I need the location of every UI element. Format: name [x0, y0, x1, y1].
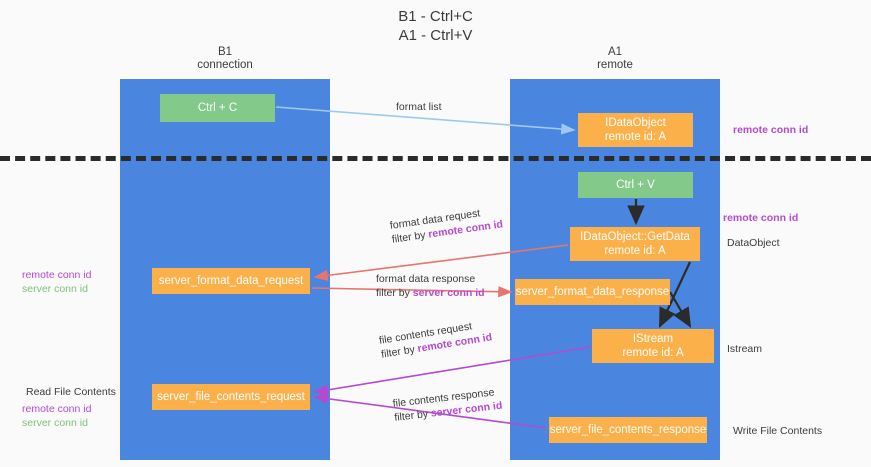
- box-istream[interactable]: IStream remote id: A: [592, 329, 714, 363]
- title-line-1: B1 - Ctrl+C: [398, 8, 473, 25]
- edge-label-format-data-response: format data response filter by server co…: [376, 272, 485, 300]
- title-line-2: A1 - Ctrl+V: [398, 27, 473, 44]
- box-idataobject-line-1: IDataObject: [605, 117, 666, 129]
- box-ctrl-v[interactable]: Ctrl + V: [578, 172, 693, 198]
- lane-header-a1-role: remote: [597, 59, 633, 71]
- box-server-format-data-request[interactable]: server_format_data_request: [152, 268, 310, 294]
- edge-label-format-data-request: format data request filter by remote con…: [389, 203, 504, 246]
- box-server-file-contents-request-label: server_file_contents_request: [157, 391, 305, 403]
- section-divider: [0, 156, 871, 161]
- annotation-right-remote-conn-id-1: remote conn id: [733, 124, 809, 136]
- box-server-file-contents-request[interactable]: server_file_contents_request: [152, 384, 310, 410]
- annotation-write-file-contents: Write File Contents: [733, 425, 823, 437]
- edge-label-format-list: format list: [396, 100, 442, 114]
- box-idataobject-getdata[interactable]: IDataObject::GetData remote id: A: [570, 227, 700, 261]
- annotation-left-remote-conn-id-2: remote conn id: [22, 403, 92, 415]
- box-server-format-data-response[interactable]: server_format_data_response: [515, 279, 670, 305]
- filter-key-server-conn-id: server conn id: [412, 287, 485, 299]
- box-ctrl-v-label: Ctrl + V: [616, 179, 655, 191]
- box-idataobject-line-2: remote id: A: [604, 131, 667, 143]
- lane-header-b1: B1 connection: [120, 46, 330, 72]
- lane-header-a1-name: A1: [607, 46, 623, 58]
- annotation-dataobject: DataObject: [727, 237, 780, 249]
- box-ctrl-c[interactable]: Ctrl + C: [160, 94, 275, 122]
- box-istream-line-2: remote id: A: [622, 347, 684, 359]
- annotation-left-remote-conn-id: remote conn id: [22, 269, 92, 281]
- box-server-file-contents-response[interactable]: server_file_contents_response: [549, 417, 707, 443]
- lane-header-b1-role: connection: [197, 59, 253, 71]
- filter-prefix: filter by: [393, 407, 432, 424]
- annotation-left-conn-ids-2: remote conn id server conn id: [22, 402, 91, 430]
- filter-prefix: filter by: [391, 228, 430, 246]
- edge-label-format-data-response-line-1: format data response: [376, 273, 476, 285]
- annotation-right-remote-conn-id-2: remote conn id: [723, 212, 799, 224]
- annotation-read-file-contents: Read File Contents: [26, 386, 116, 398]
- lane-header-b1-name: B1: [217, 46, 233, 58]
- edge-label-file-contents-request: file contents request filter by remote c…: [378, 316, 493, 361]
- annotation-istream: Istream: [727, 343, 763, 355]
- lane-header-a1: A1 remote: [510, 46, 720, 72]
- box-istream-line-1: IStream: [632, 333, 674, 345]
- box-getdata-line-2: remote id: A: [604, 245, 666, 257]
- box-server-format-data-request-label: server_format_data_request: [158, 275, 304, 287]
- edge-label-format-data-response-filter: filter by server conn id: [376, 286, 485, 300]
- page-title: B1 - Ctrl+C A1 - Ctrl+V: [0, 7, 871, 45]
- edge-label-format-list-text: format list: [396, 101, 442, 113]
- filter-prefix: filter by: [376, 287, 413, 299]
- box-getdata-line-1: IDataObject::GetData: [580, 231, 690, 243]
- annotation-left-conn-ids-1: remote conn id server conn id: [22, 268, 91, 296]
- box-server-file-contents-response-label: server_file_contents_response: [549, 424, 707, 436]
- annotation-left-server-conn-id: server conn id: [22, 283, 88, 295]
- box-ctrl-c-label: Ctrl + C: [197, 102, 238, 114]
- box-idataobject[interactable]: IDataObject remote id: A: [578, 113, 693, 147]
- edge-label-file-contents-response: file contents response filter by server …: [392, 385, 503, 425]
- box-server-format-data-response-label: server_format_data_response: [515, 286, 670, 298]
- annotation-left-server-conn-id-2: server conn id: [22, 417, 88, 429]
